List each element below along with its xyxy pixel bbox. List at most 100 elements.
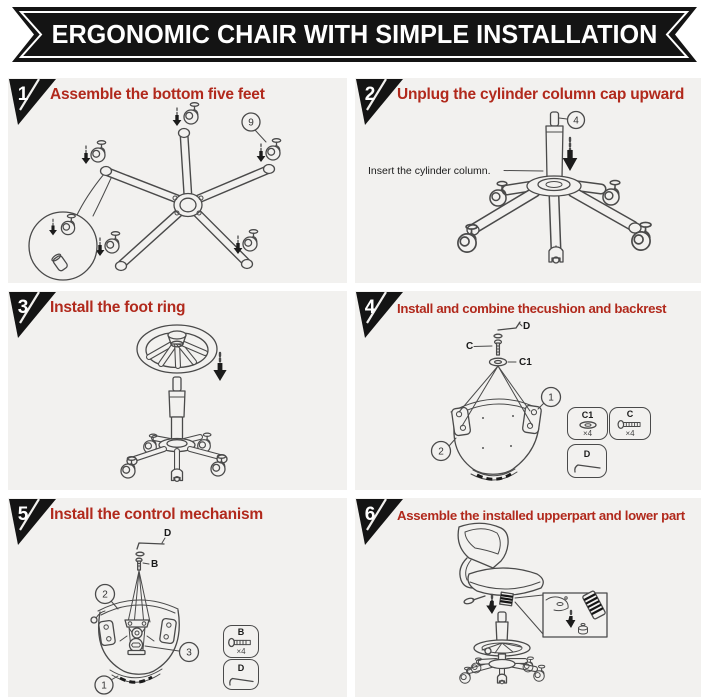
step-4-panel: 4 Install and combine thecushion and bac… xyxy=(355,291,701,490)
svg-text:2: 2 xyxy=(102,590,108,601)
step-6-badge: 6 xyxy=(356,498,403,545)
front-caster xyxy=(170,468,184,483)
part-box-d: D xyxy=(223,659,259,690)
part-qty: ×4 xyxy=(582,428,593,438)
screw-icon xyxy=(617,420,641,429)
step-2-panel: 2 Unplug the cylinder column cap upward … xyxy=(355,78,701,283)
step-6-diagram xyxy=(457,522,608,685)
step-6-panel: 6 Assemble the installed upperpart and l… xyxy=(355,498,701,697)
step-number: 5 xyxy=(18,504,29,525)
step-number: 6 xyxy=(365,504,376,525)
part-label: D xyxy=(237,662,245,673)
step-title: Install the control mechanism xyxy=(50,506,263,523)
step-2-diagram: 4 Insert the cylinder column. xyxy=(368,110,652,264)
step-4-badge: 4 xyxy=(356,291,403,338)
step-5-panel: 5 Install the control mechanism xyxy=(8,498,347,697)
banner: ERGONOMIC CHAIR WITH SIMPLE INSTALLATION xyxy=(12,7,697,62)
part-box-c1: C1 ×4 xyxy=(567,407,608,440)
svg-text:1: 1 xyxy=(101,681,107,692)
svg-text:C1: C1 xyxy=(519,357,532,368)
cylinder-column xyxy=(168,376,186,444)
part-label: B xyxy=(237,627,245,637)
step-title: Unplug the cylinder column cap upward xyxy=(397,86,685,103)
svg-text:3: 3 xyxy=(186,648,192,659)
allen-key-icon xyxy=(574,463,601,473)
chair-base xyxy=(120,432,228,483)
part-label: C1 xyxy=(581,409,594,420)
part-qty: ×4 xyxy=(625,429,635,438)
svg-text:D: D xyxy=(523,321,530,332)
screw-icon xyxy=(228,637,251,648)
callout-mechanism-3: 3 xyxy=(144,641,200,663)
step-title: Install the foot ring xyxy=(50,299,186,316)
callout-cushion-2: 2 xyxy=(430,437,457,462)
step-title: Assemble the installed upperpart and low… xyxy=(397,508,685,523)
callout-caster-9: 9 xyxy=(241,112,267,143)
step-title: Assemble the bottom five feet xyxy=(50,86,265,103)
lever-paddle xyxy=(463,597,475,605)
step-title: Install and combine thecushion and backr… xyxy=(397,301,667,316)
allen-key-icon xyxy=(229,677,254,686)
control-mechanism xyxy=(119,619,155,656)
washer-icon xyxy=(578,420,597,429)
screw-c: C xyxy=(466,339,503,356)
seat-socket xyxy=(499,591,514,607)
allen-key: D xyxy=(135,528,171,557)
banner-title: ERGONOMIC CHAIR WITH SIMPLE INSTALLATION xyxy=(51,19,658,49)
right-bracket xyxy=(521,404,542,435)
step-2-badge: 2 xyxy=(356,78,403,125)
step-number: 2 xyxy=(365,84,376,105)
svg-text:4: 4 xyxy=(573,116,579,127)
step-number: 3 xyxy=(18,297,29,318)
svg-text:2: 2 xyxy=(438,447,444,458)
step-number: 4 xyxy=(365,297,376,318)
svg-text:D: D xyxy=(164,528,171,539)
foot-ring xyxy=(136,324,218,374)
cushion-outline xyxy=(97,609,180,675)
svg-text:C: C xyxy=(466,341,473,352)
svg-text:9: 9 xyxy=(248,118,254,129)
washer-c1: C1 xyxy=(488,357,532,368)
step-1-diagram: 9 xyxy=(28,102,282,281)
front-caster xyxy=(496,673,508,685)
part-label: C xyxy=(626,409,634,419)
part-label: D xyxy=(583,448,591,459)
step-5-diagram: D B 2 xyxy=(90,528,200,695)
screw-b: B xyxy=(135,557,158,571)
step-number: 1 xyxy=(18,84,29,105)
chair-upper-part xyxy=(457,522,544,614)
lever-loop xyxy=(90,616,98,624)
front-caster xyxy=(548,245,564,264)
svg-text:1: 1 xyxy=(548,393,554,404)
banner-ribbon xyxy=(12,7,697,62)
steps-grid: 1 Assemble the bottom five feet xyxy=(8,78,701,697)
step-3-diagram xyxy=(120,324,228,483)
chair-lower-part xyxy=(459,611,546,685)
magnifier-detail xyxy=(28,211,98,281)
right-bracket xyxy=(159,617,177,645)
part-box-c: C ×4 xyxy=(609,407,651,440)
left-bracket xyxy=(98,619,116,647)
callout-base-1: 1 xyxy=(94,675,119,695)
base-hub xyxy=(173,192,203,218)
chair-base xyxy=(457,175,652,264)
cushion-outline xyxy=(453,412,540,475)
left-bracket xyxy=(451,406,472,437)
step-3-panel: 3 Install the foot ring xyxy=(8,291,347,490)
down-arrow xyxy=(562,150,578,171)
step-4-diagram: D C C1 xyxy=(430,321,562,481)
cylinder-detail xyxy=(582,590,606,620)
down-arrow xyxy=(486,601,497,614)
detail-callout xyxy=(514,590,608,638)
insert-note: Insert the cylinder column. xyxy=(368,165,491,177)
callout-cushion-2: 2 xyxy=(94,583,119,610)
step-1-badge: 1 xyxy=(9,78,56,125)
step-1-panel: 1 Assemble the bottom five feet xyxy=(8,78,347,283)
part-box-d: D xyxy=(567,444,607,478)
step-5-badge: 5 xyxy=(9,498,56,545)
down-arrow xyxy=(213,363,227,381)
part-qty: ×4 xyxy=(236,647,246,656)
allen-key: D xyxy=(493,321,530,339)
callout-cylinder-4: 4 xyxy=(558,110,586,130)
